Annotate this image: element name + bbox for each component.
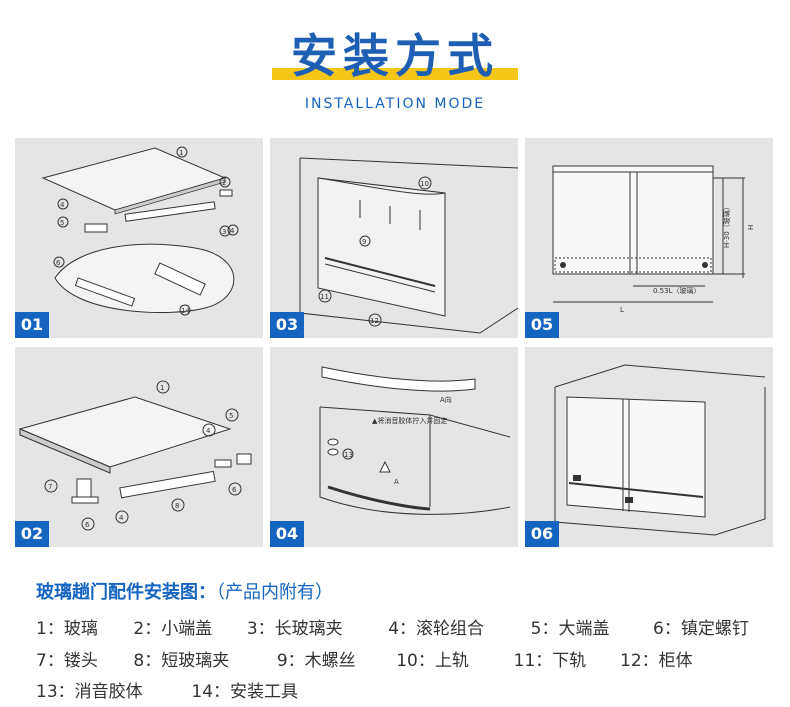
svg-text:12: 12 bbox=[370, 317, 379, 325]
svg-text:1: 1 bbox=[160, 384, 164, 392]
step-badge: 03 bbox=[270, 312, 304, 338]
diagram-06-illustration bbox=[554, 364, 766, 536]
legend-item: 2：小端盖 bbox=[133, 619, 213, 639]
svg-text:4: 4 bbox=[206, 427, 211, 435]
view-a-label: A bbox=[394, 478, 399, 486]
legend-item: 14：安装工具 bbox=[191, 682, 299, 702]
legend-item: 10：上轨 bbox=[396, 651, 469, 671]
legend-item: 9：木螺丝 bbox=[276, 651, 356, 671]
svg-text:7: 7 bbox=[48, 483, 52, 491]
legend-item: 11：下轨 bbox=[513, 651, 587, 671]
svg-text:5: 5 bbox=[229, 412, 233, 420]
page-subtitle: INSTALLATION MODE bbox=[304, 96, 486, 112]
step-badge: 06 bbox=[525, 521, 559, 547]
title-underline bbox=[272, 68, 518, 80]
legend-item: 4：滚轮组合 bbox=[388, 619, 485, 639]
legend-title: 玻璃趟门配件安装图：（产品内附有） bbox=[36, 578, 333, 604]
svg-text:1: 1 bbox=[179, 149, 183, 157]
diagram-panel-01: 1 3 4 5 2 4 14 6 01 bbox=[15, 138, 263, 338]
svg-text:5: 5 bbox=[60, 219, 64, 227]
svg-text:14: 14 bbox=[181, 307, 190, 315]
svg-text:4: 4 bbox=[119, 514, 124, 522]
step-badge: 01 bbox=[15, 312, 49, 338]
step-badge: 05 bbox=[525, 312, 559, 338]
glass-width-label: 0.53L（玻璃） bbox=[653, 286, 701, 295]
width-label: L bbox=[620, 306, 624, 314]
height-label: H bbox=[747, 225, 755, 230]
legend-item: 7：镂头 bbox=[36, 651, 98, 671]
svg-text:4: 4 bbox=[60, 201, 65, 209]
svg-text:6: 6 bbox=[232, 486, 237, 494]
svg-text:6: 6 bbox=[85, 521, 90, 529]
diagram-panel-04: A向 ▲将消音胶体拧入并固定 13 A 04 bbox=[270, 347, 518, 547]
instruction-label: ▲将消音胶体拧入并固定 bbox=[372, 416, 447, 425]
legend-item: 5：大端盖 bbox=[530, 619, 610, 639]
svg-text:11: 11 bbox=[320, 293, 329, 301]
legend-item: 6：镇定螺钉 bbox=[653, 619, 749, 639]
legend-item: 13：消音胶体 bbox=[36, 682, 143, 702]
legend-item: 1：玻璃 bbox=[36, 619, 98, 639]
legend-item: 12：柜体 bbox=[620, 651, 693, 671]
step-badge: 02 bbox=[15, 521, 49, 547]
svg-text:4: 4 bbox=[230, 227, 235, 235]
legend-row-2: 7：镂头 8：短玻璃夹 9：木螺丝 10：上轨 11：下轨 12：柜体 bbox=[36, 646, 693, 671]
svg-text:13: 13 bbox=[344, 451, 353, 459]
diagram-panel-03: 10 9 11 12 03 bbox=[270, 138, 518, 338]
diagram-05-illustration: H-30（玻璃） H 0.53L（玻璃） L bbox=[552, 165, 755, 314]
glass-height-label: H-30（玻璃） bbox=[722, 203, 731, 248]
legend-heading: 玻璃趟门配件安装图： bbox=[36, 582, 216, 603]
diagram-02-illustration: 1 8 4 5 6 7 4 6 bbox=[18, 380, 252, 531]
legend-row-1: 1：玻璃 2：小端盖 3：长玻璃夹 4：滚轮组合 5：大端盖 6：镇定螺钉 bbox=[36, 614, 749, 639]
diagram-04-illustration: A向 ▲将消音胶体拧入并固定 13 A bbox=[319, 366, 511, 515]
diagram-03-illustration: 10 9 11 12 bbox=[299, 157, 518, 334]
diagram-panel-06: 06 bbox=[525, 347, 773, 547]
diagram-panel-05: H-30（玻璃） H 0.53L（玻璃） L 05 bbox=[525, 138, 773, 338]
svg-text:10: 10 bbox=[420, 180, 429, 188]
legend-note: （产品内附有） bbox=[216, 582, 333, 603]
legend-item: 8：短玻璃夹 bbox=[133, 651, 230, 671]
legend-row-3: 13：消音胶体 14：安装工具 bbox=[36, 677, 298, 702]
svg-text:2: 2 bbox=[222, 179, 226, 187]
svg-text:6: 6 bbox=[56, 259, 61, 267]
svg-text:9: 9 bbox=[362, 238, 366, 246]
legend-item: 3：长玻璃夹 bbox=[246, 619, 343, 639]
svg-text:8: 8 bbox=[175, 502, 179, 510]
diagram-01-illustration: 1 3 4 5 2 4 14 6 bbox=[41, 146, 239, 316]
diagram-panel-02: 1 8 4 5 6 7 4 6 02 bbox=[15, 347, 263, 547]
svg-text:3: 3 bbox=[222, 228, 226, 236]
page-title: 安装方式 bbox=[291, 29, 499, 83]
step-badge: 04 bbox=[270, 521, 304, 547]
direction-a-label: A向 bbox=[440, 395, 452, 404]
